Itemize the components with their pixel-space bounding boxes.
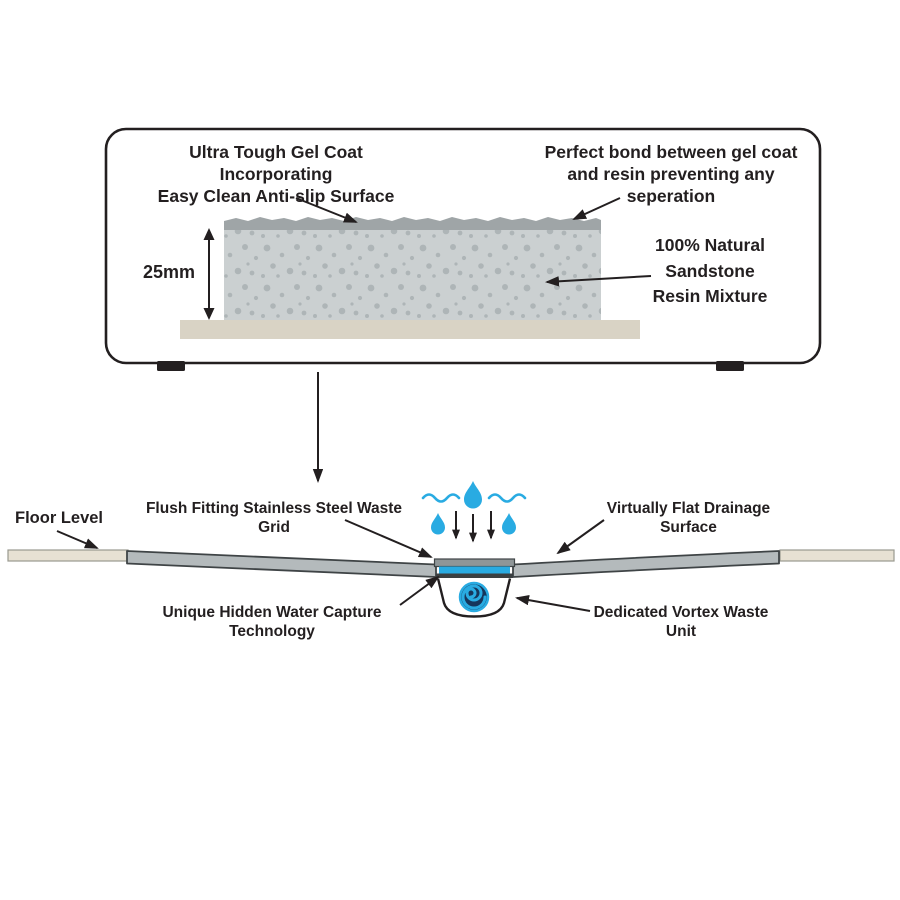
water-droplet-icons — [431, 481, 516, 535]
vortex-waste-label: Dedicated Vortex Waste Unit — [593, 604, 769, 641]
bond-callout: Perfect bond between gel coat and resin … — [524, 142, 818, 208]
resin-callout: 100% Natural Sandstone Resin Mixture — [630, 233, 790, 310]
resin-callout-line2: Sandstone — [665, 260, 755, 281]
vortex-swirl-icon — [458, 581, 490, 613]
captured-water-layer — [439, 566, 510, 574]
floor-level-label: Floor Level — [15, 509, 104, 527]
resin-callout-arrow — [545, 275, 652, 287]
water-droplet-center — [464, 481, 482, 509]
floor-slab-right — [779, 549, 895, 562]
water-capture-label: Unique Hidden Water Capture Technology — [162, 604, 382, 641]
bond-callout-arrow — [572, 197, 621, 220]
water-capture-plate — [436, 573, 513, 578]
wavy-water-line-right — [487, 493, 527, 503]
water-droplet-right — [502, 513, 516, 535]
thickness-dimension-arrow — [203, 228, 215, 320]
drainage-surface-arrow — [556, 519, 605, 555]
gelcoat-layer — [224, 217, 601, 230]
vortex-waste-arrow — [515, 594, 591, 612]
gelcoat-callout-line1: Ultra Tough Gel Coat Incorporating — [189, 142, 363, 184]
floor-section — [7, 481, 895, 618]
panel-foot-left — [157, 361, 185, 371]
resin-callout-line3: Resin Mixture — [652, 286, 768, 306]
bond-callout-line2: and resin preventing any seperation — [567, 163, 775, 206]
panel-foot-right — [716, 361, 744, 371]
thickness-label: 25mm — [142, 262, 196, 282]
gelcoat-callout-line2: Easy Clean Anti-slip Surface — [157, 185, 395, 206]
water-capture-arrow — [399, 575, 440, 606]
resin-callout-line1: 100% Natural — [655, 235, 765, 255]
drain-flow-arrows — [452, 511, 495, 543]
bond-callout-line1: Perfect bond between gel coat — [544, 142, 798, 162]
tray-right — [512, 550, 780, 578]
water-droplet-left — [431, 513, 445, 535]
base-layer — [180, 320, 640, 339]
floor-level-arrow — [56, 530, 99, 549]
top-panel — [104, 127, 822, 371]
waste-grid-label: Flush Fitting Stainless Steel Waste Grid — [145, 500, 403, 537]
gelcoat-callout-arrow — [295, 197, 358, 223]
drainage-surface-label: Virtually Flat Drainage Surface — [606, 500, 771, 537]
floor-slab-left — [7, 549, 129, 562]
resin-slab — [224, 228, 601, 320]
gelcoat-callout: Ultra Tough Gel Coat Incorporating Easy … — [133, 142, 419, 208]
wavy-water-line-left — [421, 493, 461, 503]
waste-grid-arrow — [344, 519, 433, 558]
waste-grid — [433, 558, 516, 568]
tray-left — [126, 550, 437, 578]
